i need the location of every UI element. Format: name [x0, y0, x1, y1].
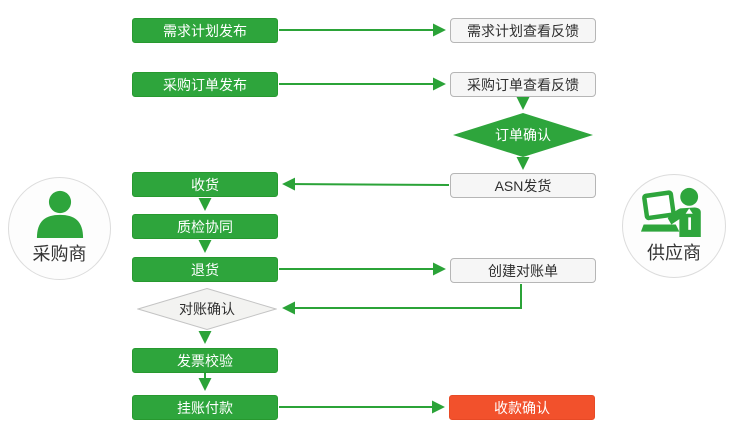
- node-order-confirm: 订单确认: [453, 113, 593, 157]
- actor-supplier: 供应商: [622, 174, 726, 278]
- node-label: ASN发货: [494, 177, 552, 194]
- diamond-shape: [137, 288, 277, 330]
- node-label: 收款确认: [494, 399, 550, 416]
- user-laptop-icon: [641, 187, 701, 237]
- node-label: 收货: [191, 176, 219, 193]
- node-purchase-order-publish: 采购订单发布: [132, 72, 278, 97]
- node-reconciliation-confirm: 对账确认: [137, 288, 277, 330]
- node-label: 挂账付款: [177, 399, 233, 416]
- actor-label: 采购商: [32, 244, 87, 264]
- actor-buyer: 采购商: [8, 177, 111, 280]
- node-label: 发票校验: [177, 352, 233, 369]
- node-label: 采购订单查看反馈: [467, 76, 579, 93]
- user-icon: [36, 190, 83, 238]
- node-label: 质检协同: [177, 218, 233, 235]
- node-create-statement: 创建对账单: [450, 258, 596, 283]
- diamond-shape: [453, 113, 593, 157]
- node-label: 需求计划发布: [163, 22, 247, 39]
- node-demand-plan-publish: 需求计划发布: [132, 18, 278, 43]
- node-label: 需求计划查看反馈: [467, 22, 579, 39]
- actor-label: 供应商: [647, 243, 701, 263]
- node-demand-plan-feedback: 需求计划查看反馈: [450, 18, 596, 43]
- node-return-goods: 退货: [132, 257, 278, 282]
- node-quality-inspection: 质检协同: [132, 214, 278, 239]
- node-purchase-order-feedback: 采购订单查看反馈: [450, 72, 596, 97]
- node-receive-goods: 收货: [132, 172, 278, 197]
- edge-asn-to-receive: [282, 177, 450, 191]
- node-payment-receipt-confirm: 收款确认: [449, 395, 595, 420]
- node-asn-shipment: ASN发货: [450, 173, 596, 198]
- node-label: 订单确认: [495, 127, 551, 143]
- node-label: 采购订单发布: [163, 76, 247, 93]
- node-payment-on-account: 挂账付款: [132, 395, 278, 420]
- edge-statement-to-reconciliation: [282, 284, 522, 315]
- node-label: 退货: [191, 261, 219, 278]
- node-label: 对账确认: [179, 301, 235, 317]
- node-label: 创建对账单: [488, 262, 558, 279]
- node-invoice-verification: 发票校验: [132, 348, 278, 373]
